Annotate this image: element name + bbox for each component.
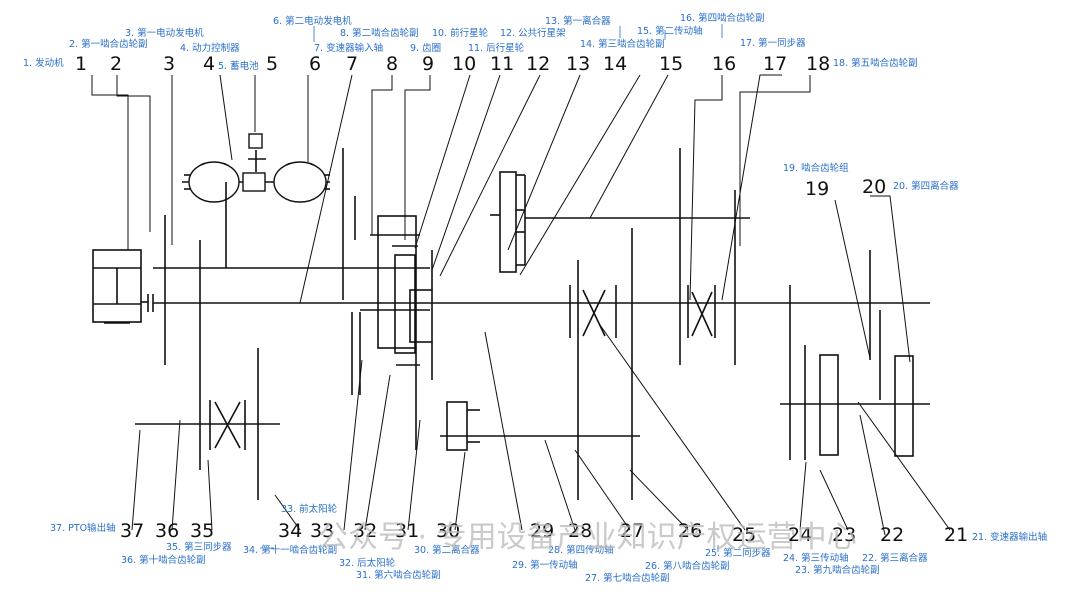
part-number-27: 27	[620, 520, 644, 542]
part-number-31: 31	[395, 520, 419, 542]
battery	[248, 133, 263, 149]
part-number-26: 26	[678, 520, 702, 542]
annotation-26: 26. 第八啮合齿轮副	[645, 560, 730, 572]
part-number-17: 17	[763, 53, 787, 75]
part-number-24: 24	[788, 524, 812, 546]
motor-generators	[182, 133, 330, 268]
annotation-13: 13. 第一离合器	[545, 15, 611, 27]
part-number-19: 19	[805, 178, 829, 200]
annotation-32: 32. 后太阳轮	[339, 557, 396, 569]
annotation-23: 23. 第九啮合齿轮副	[795, 564, 880, 576]
part-number-3: 3	[163, 53, 175, 75]
planetary-set	[351, 215, 433, 450]
part-numbers: 1 2 3 4 5 6 7 8 9 10 11 12 13 14 15 16 1…	[75, 53, 968, 546]
annotation-18: 18. 第五啮合齿轮副	[833, 57, 918, 69]
annotation-9: 9. 齿圈	[410, 43, 441, 54]
watermark-text: 公众号 · 专用设备产业知识产权运营中心	[318, 520, 857, 555]
annotation-8: 8. 第二啮合齿轮副	[340, 27, 419, 39]
annotation-12: 12. 公共行星架	[500, 27, 566, 39]
power-controller	[242, 172, 266, 192]
annotation-25: 25. 第二同步器	[705, 547, 771, 559]
annotation-27: 27. 第七啮合齿轮副	[585, 572, 670, 584]
annotation-15: 15. 第二传动轴	[637, 25, 703, 37]
annotation-2: 2. 第一啮合齿轮副	[69, 38, 148, 50]
part-number-8: 8	[386, 53, 398, 75]
part-number-28: 28	[568, 520, 592, 542]
motor-generator-2	[273, 161, 327, 203]
annotation-19: 19. 啮合齿轮组	[783, 162, 849, 174]
annotation-17: 17. 第一同步器	[740, 37, 806, 49]
motor-generator-1	[188, 161, 240, 203]
annotation-7: 7. 变速器输入轴	[314, 42, 383, 54]
annotation-30: 30. 第二离合器	[414, 544, 480, 556]
annotation-3: 3. 第一电动发电机	[125, 27, 204, 39]
part-number-20: 20	[862, 176, 886, 198]
part-number-11: 11	[490, 53, 514, 75]
part-number-23: 23	[832, 524, 856, 546]
part-number-5: 5	[266, 53, 278, 75]
annotation-20: 20. 第四离合器	[893, 180, 959, 192]
engine	[92, 249, 142, 324]
part-number-4: 4	[203, 53, 215, 75]
part-number-6: 6	[309, 53, 321, 75]
annotation-29: 29. 第一传动轴	[512, 559, 578, 571]
part-number-2: 2	[110, 53, 122, 75]
annotation-31: 31. 第六啮合齿轮副	[356, 569, 441, 581]
annotation-36: 36. 第十啮合齿轮副	[121, 554, 206, 566]
clutch-1	[490, 171, 526, 273]
part-number-10: 10	[452, 53, 476, 75]
part-number-33: 33	[310, 520, 334, 542]
part-number-32: 32	[353, 520, 377, 542]
annotation-37: 37. PTO输出轴	[50, 522, 116, 534]
part-number-13: 13	[566, 53, 590, 75]
clutch-3	[819, 354, 839, 456]
synchronizer-3	[209, 348, 259, 500]
part-number-36: 36	[155, 520, 179, 542]
part-number-1: 1	[75, 53, 87, 75]
part-number-7: 7	[346, 53, 358, 75]
part-number-34: 34	[278, 520, 302, 542]
annotation-6: 6. 第二电动发电机	[273, 15, 352, 27]
synchronizer-1	[679, 148, 736, 365]
part-number-25: 25	[732, 524, 756, 546]
annotation-35: 35. 第三同步器	[166, 541, 232, 553]
annotation-21: 21. 变速器输出轴	[972, 531, 1047, 543]
annotation-16: 16. 第四啮合齿轮副	[680, 12, 765, 24]
annotation-28: 28. 第四传动轴	[548, 544, 614, 556]
part-annotations: 1. 发动机 2. 第一啮合齿轮副 3. 第一电动发电机 4. 动力控制器 5.…	[23, 12, 1047, 584]
clutch-4	[894, 355, 914, 457]
part-number-35: 35	[190, 520, 214, 542]
part-number-18: 18	[806, 53, 830, 75]
annotation-33: 33. 前太阳轮	[281, 503, 338, 515]
annotation-34: 34. 第十一啮合齿轮副	[243, 544, 337, 556]
part-number-9: 9	[422, 53, 434, 75]
part-number-12: 12	[526, 53, 550, 75]
annotation-5: 5. 蓄电池	[218, 60, 259, 72]
annotation-10: 10. 前行星轮	[432, 27, 489, 39]
part-number-29: 29	[530, 520, 554, 542]
part-number-37: 37	[120, 520, 144, 542]
annotation-22: 22. 第三离合器	[862, 552, 928, 564]
clutch-2	[446, 401, 480, 451]
annotation-4: 4. 动力控制器	[180, 42, 240, 54]
annotation-24: 24. 第三传动轴	[783, 552, 849, 564]
annotation-11: 11. 后行星轮	[468, 42, 525, 54]
synchronizer-2	[569, 228, 633, 500]
schematic-lines	[91, 24, 951, 552]
part-number-22: 22	[880, 524, 904, 546]
part-number-16: 16	[712, 53, 736, 75]
annotation-1: 1. 发动机	[23, 57, 64, 69]
part-number-21: 21	[944, 524, 968, 546]
part-number-30: 30	[436, 520, 460, 542]
annotation-14: 14. 第三啮合齿轮副	[580, 38, 665, 50]
part-number-15: 15	[659, 53, 683, 75]
part-number-14: 14	[603, 53, 627, 75]
